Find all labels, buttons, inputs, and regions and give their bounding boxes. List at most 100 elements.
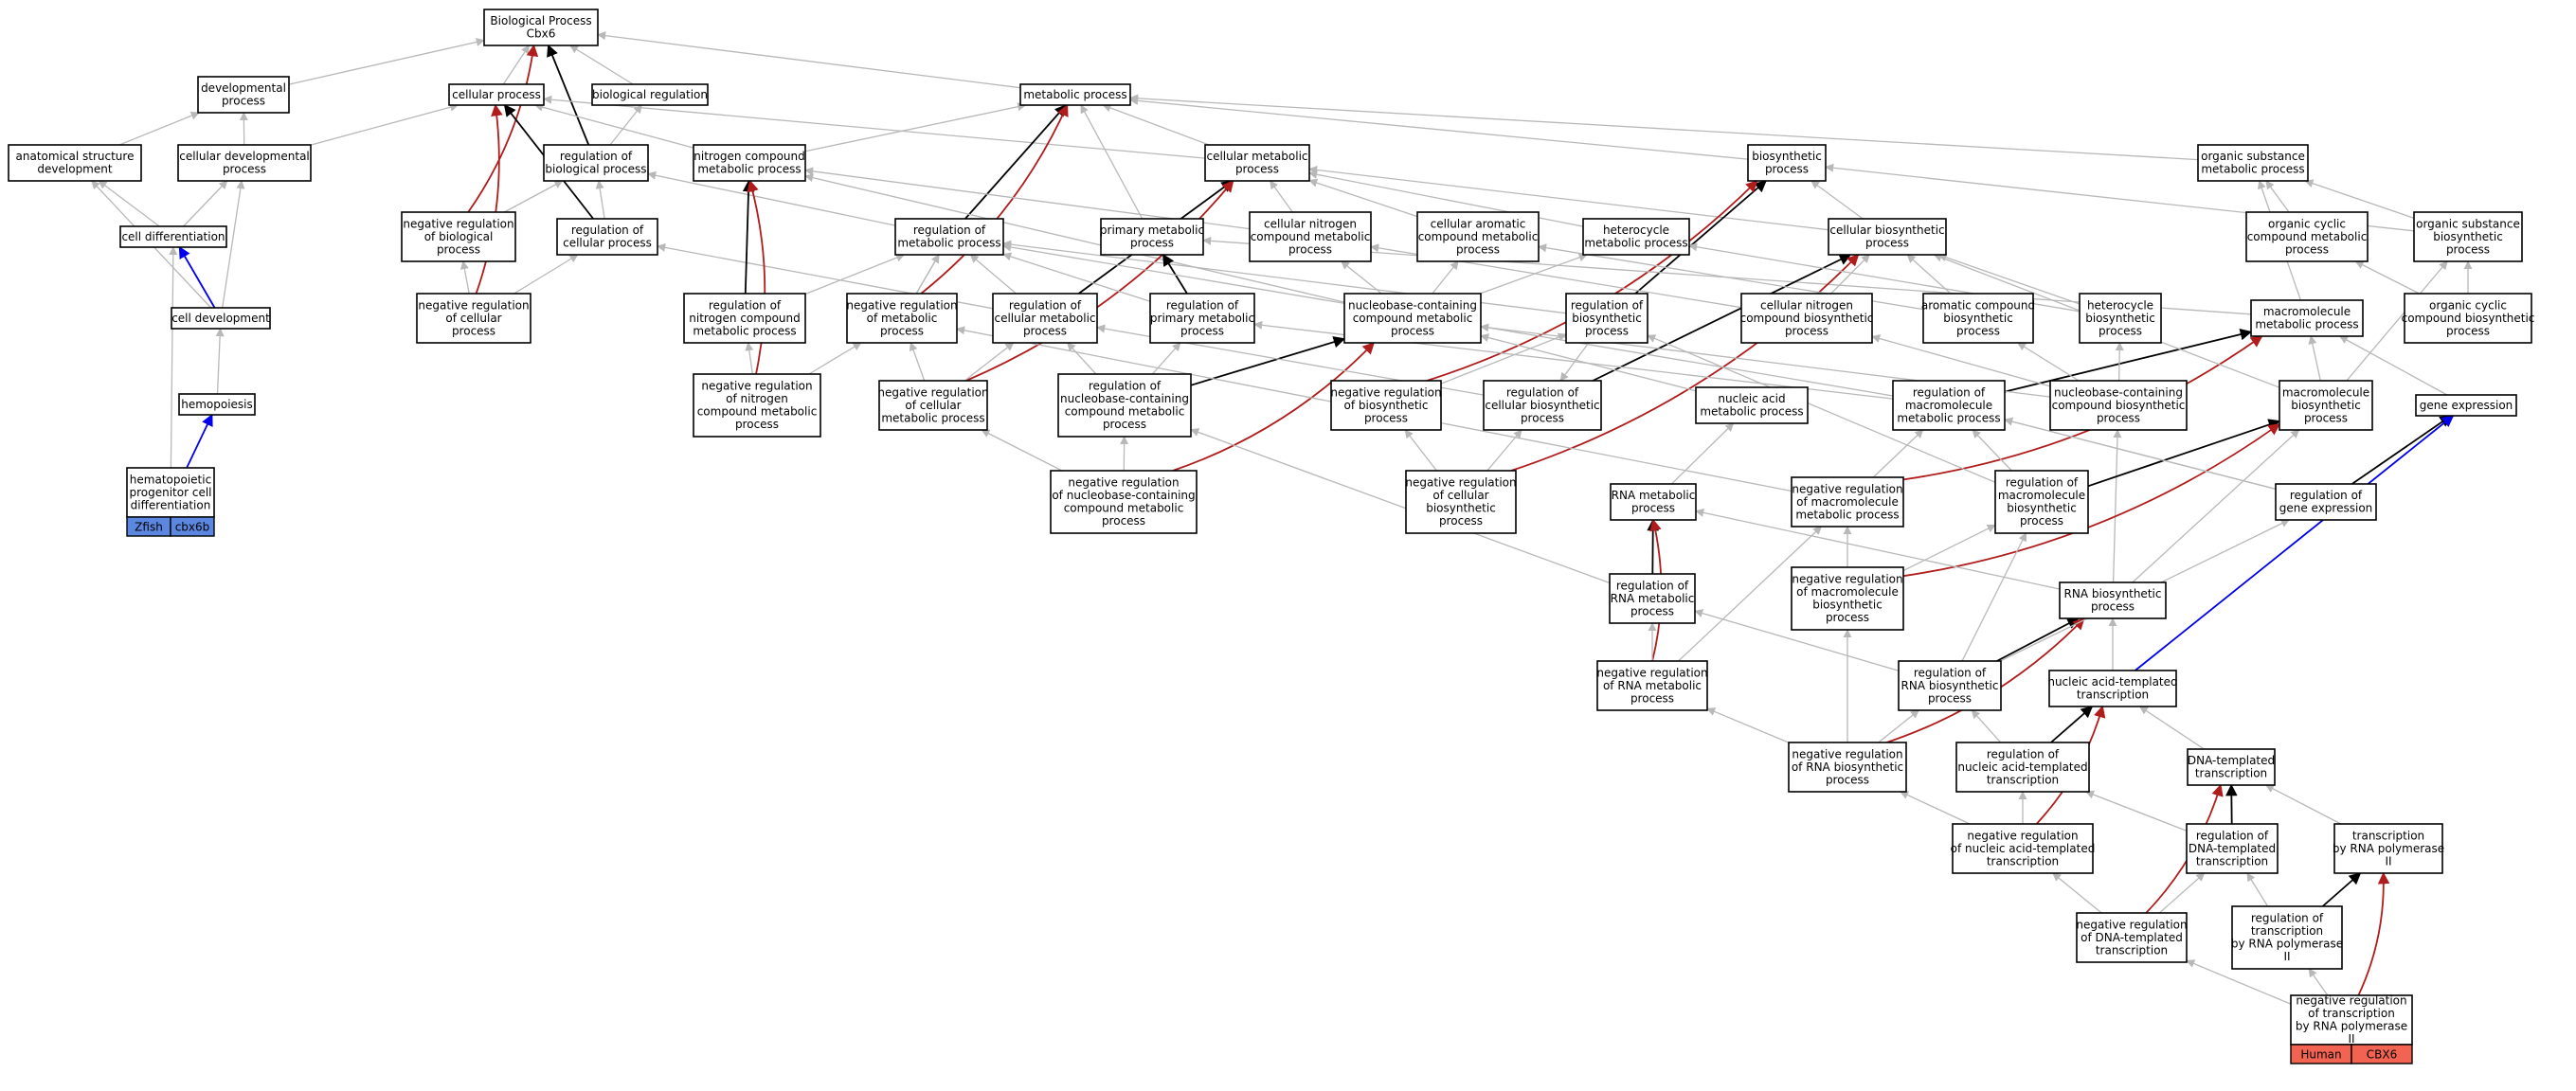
go-term-node-br[interactable]: biological regulation xyxy=(591,83,709,106)
node-box xyxy=(2049,380,2188,431)
node-label-line: Biological Process xyxy=(490,14,591,27)
go-term-node-rmbp[interactable]: regulation ofmacromoleculebiosyntheticpr… xyxy=(1994,470,2089,534)
go-term-node-hemo[interactable]: hemopoiesis xyxy=(178,393,256,416)
node-label-line: biological process xyxy=(545,163,646,176)
node-label-line: primary metabolic xyxy=(1100,224,1204,237)
node-box xyxy=(556,218,658,256)
edge-dtt-to-natt xyxy=(2138,706,2205,750)
go-term-node-cp[interactable]: cellular process xyxy=(448,83,545,106)
node-label-line: process xyxy=(735,418,779,431)
node-label-line: DNA-templated xyxy=(2188,754,2275,767)
node-label-line: compound metabolic xyxy=(1418,230,1539,243)
node-box xyxy=(2187,748,2276,786)
go-term-node-cdev[interactable]: cell development xyxy=(171,307,271,330)
node-label-line: by RNA polymerase xyxy=(2296,1020,2407,1033)
node-box xyxy=(1609,573,1696,624)
go-term-node-cdiff[interactable]: cell differentiation xyxy=(119,225,227,248)
edge-rmbp-to-rmmp xyxy=(1972,429,2012,472)
node-label-line: gene expression xyxy=(2420,399,2513,412)
go-term-node-rnbcmp[interactable]: regulation ofnucleobase-containingcompou… xyxy=(1057,373,1192,438)
node-label-line: biosynthetic xyxy=(2007,502,2077,515)
node-box xyxy=(2186,823,2279,874)
node-label-line: of biological xyxy=(424,230,494,243)
edge-nrtrp2-to-trp2 xyxy=(2357,871,2390,996)
node-label-line: of nucleobase-containing xyxy=(1052,489,1195,502)
node-box xyxy=(2231,905,2343,970)
node-label-line: process xyxy=(1180,324,1224,337)
edge-nrcmp-to-nrmp xyxy=(909,342,926,382)
node-label-line: regulation of xyxy=(913,224,986,237)
annotation-right-cell xyxy=(170,516,215,537)
go-term-node-mp[interactable]: metabolic process xyxy=(1019,83,1131,106)
edge-cp-to-bp xyxy=(502,45,530,85)
node-label-line: macromolecule xyxy=(1998,489,2085,502)
node-box xyxy=(992,293,1098,344)
node-label-line: cellular developmental xyxy=(179,150,310,163)
node-label-line: process xyxy=(452,324,495,337)
go-term-node-ge[interactable]: gene expression xyxy=(2415,394,2517,417)
edge-rrnabp-to-rmbp xyxy=(1961,532,2027,662)
node-label-line: negative regulation xyxy=(846,298,957,312)
